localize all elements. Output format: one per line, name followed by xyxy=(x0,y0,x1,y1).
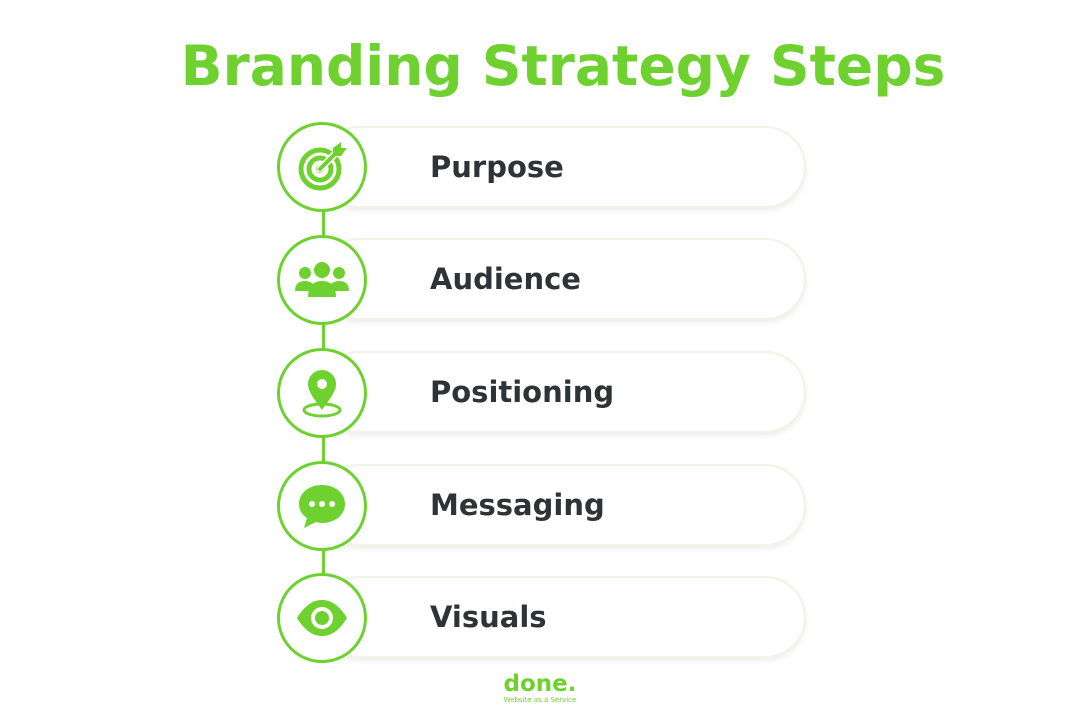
location-pin-icon xyxy=(302,370,342,418)
connector-line xyxy=(322,323,325,351)
connector-line xyxy=(322,549,325,577)
step-card-positioning xyxy=(318,351,806,433)
step-card-purpose xyxy=(318,126,806,208)
step-card-visuals xyxy=(318,576,806,658)
step-label-positioning: Positioning xyxy=(430,375,615,409)
page-title: Branding Strategy Steps xyxy=(180,34,946,98)
step-card-audience xyxy=(318,238,806,320)
eye-icon xyxy=(297,600,347,636)
brand-logo: done. Website as a Service xyxy=(480,672,600,705)
step-label-purpose: Purpose xyxy=(430,150,564,184)
connector-line xyxy=(322,436,325,464)
step-circle-visuals xyxy=(277,573,367,663)
people-icon xyxy=(295,262,349,297)
logo-tagline: Website as a Service xyxy=(503,696,577,704)
chat-bubble-icon xyxy=(299,485,345,528)
step-label-audience: Audience xyxy=(430,262,581,296)
step-circle-messaging xyxy=(277,461,367,551)
step-label-visuals: Visuals xyxy=(430,600,547,634)
step-circle-purpose xyxy=(277,122,367,212)
step-card-messaging xyxy=(318,464,806,546)
logo-wordmark: done. xyxy=(503,671,577,697)
step-label-messaging: Messaging xyxy=(430,488,605,522)
step-circle-audience xyxy=(277,235,367,325)
step-circle-positioning xyxy=(277,348,367,438)
target-icon xyxy=(298,142,347,191)
connector-line xyxy=(322,210,325,238)
